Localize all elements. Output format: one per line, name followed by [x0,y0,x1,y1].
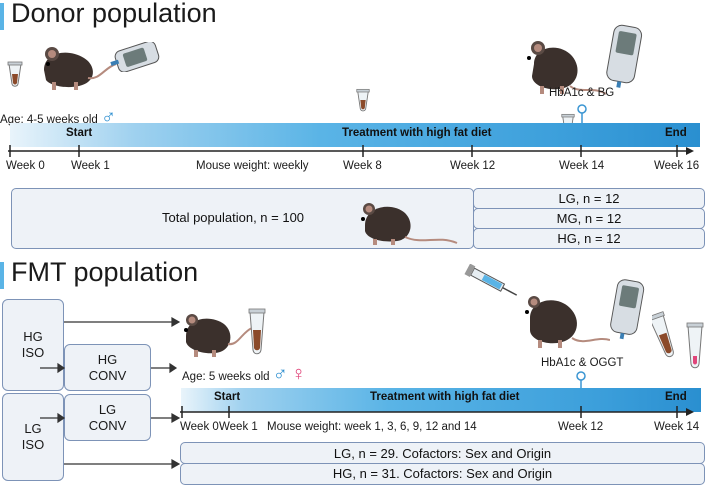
fmt-week-label: Week 1 [219,421,258,433]
fmt-title: FMT population [11,257,199,287]
fmt-hba1c-label: HbA1c & OGGT [541,357,624,369]
male-icon: ♂ [272,363,288,385]
fmt-group-label: LG, n = 29. Cofactors: Sex and Origin [333,446,552,461]
tube-icon [652,311,674,358]
mouse-icon [44,47,117,90]
donor-group-label: LG, n = 12 [558,191,620,206]
donor-week-label: Week 14 [559,160,605,172]
fmt-start-label: Start [214,391,241,403]
glucometer-icon [606,24,643,88]
fmt-week-label: Week 0 [180,421,219,433]
syringe-icon [464,264,518,296]
female-icon: ♀ [291,363,306,385]
donor-treatment-label: Treatment with high fat diet [342,127,492,139]
lg-conv-label: LG CONV [88,401,127,433]
tube-icon [356,88,370,112]
lg-iso-box: LG ISO [2,393,64,481]
fmt-end-label: End [665,391,687,403]
fmt-week-label: Week 14 [654,421,700,433]
donor-week-label: Week 16 [654,160,700,172]
donor-total-label: Total population, n = 100 [162,210,305,225]
hg-conv-box: HG CONV [64,344,151,391]
donor-start-label: Start [66,127,93,139]
donor-week-label: Week 1 [71,160,110,172]
fmt-accent-bar [0,262,4,289]
hg-conv-label: HG CONV [88,351,127,383]
hg-iso-label: HG ISO [21,329,45,360]
donor-treatment-band [10,123,700,147]
mouse-icon [184,314,252,357]
donor-hba1c-label: HbA1c & BG [549,87,615,99]
glucometer-icon [610,279,645,340]
hg-iso-box: HG ISO [2,299,64,391]
fmt-group-box-hg [180,463,705,485]
donor-group-box-hg [473,228,705,249]
donor-title: Donor population [11,0,217,28]
donor-timeline-axis [8,145,694,157]
fmt-group-label: HG, n = 31. Cofactors: Sex and Origin [332,466,553,481]
fmt-week-label: Week 12 [558,421,604,433]
male-icon: ♂ [101,106,117,128]
fmt-treatment-band [181,388,701,412]
glucometer-icon [110,42,160,72]
donor-week-label: Week 12 [450,160,496,172]
donor-group-label: HG, n = 12 [557,231,621,246]
fmt-timeline-axis [180,406,694,418]
tube-icon [248,308,266,355]
fmt-weight-label: Mouse weight: week 1, 3, 6, 9, 12 and 14 [267,421,477,433]
mouse-icon [525,296,610,348]
donor-end-label: End [665,127,687,139]
tube-icon [7,61,23,87]
donor-week-label: Week 8 [343,160,382,172]
fmt-age-label: Age: 5 weeks old ♂ ♀ [182,363,306,385]
donor-weight-label: Mouse weight: weekly [196,160,309,172]
lg-conv-box: LG CONV [64,394,151,441]
fmt-treatment-label: Treatment with high fat diet [370,391,520,403]
mouse-icon [361,203,458,245]
donor-accent-bar [0,3,4,30]
donor-week-label: Week 0 [6,160,45,172]
lg-iso-label: LG ISO [21,421,45,452]
donor-group-label: MG, n = 12 [556,211,622,226]
tube-icon [686,322,704,369]
mouse-icon [527,41,606,95]
